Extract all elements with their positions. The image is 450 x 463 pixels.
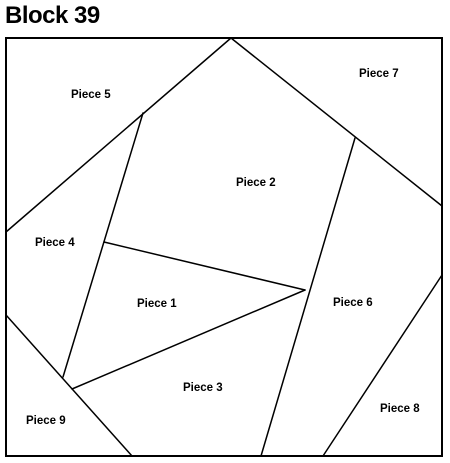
seam-line <box>230 37 443 207</box>
piece-6-label: Piece 6 <box>333 297 373 309</box>
seam-line <box>5 37 232 233</box>
piece-2-label: Piece 2 <box>236 177 276 189</box>
seam-line <box>260 137 356 457</box>
piece-4-label: Piece 4 <box>35 237 75 249</box>
seam-line <box>322 274 443 457</box>
piece-7-label: Piece 7 <box>359 68 399 80</box>
seam-lines <box>5 37 443 457</box>
piece-8-label: Piece 8 <box>380 403 420 415</box>
seam-line <box>103 241 306 291</box>
seam-line <box>62 112 144 378</box>
seam-line <box>71 289 306 390</box>
piece-3-label: Piece 3 <box>183 382 223 394</box>
piece-9-label: Piece 9 <box>26 415 66 427</box>
seam-line <box>5 314 133 457</box>
block-title: Block 39 <box>5 2 100 29</box>
piece-1-label: Piece 1 <box>137 298 177 310</box>
block-outline <box>5 37 443 457</box>
piece-5-label: Piece 5 <box>71 89 111 101</box>
